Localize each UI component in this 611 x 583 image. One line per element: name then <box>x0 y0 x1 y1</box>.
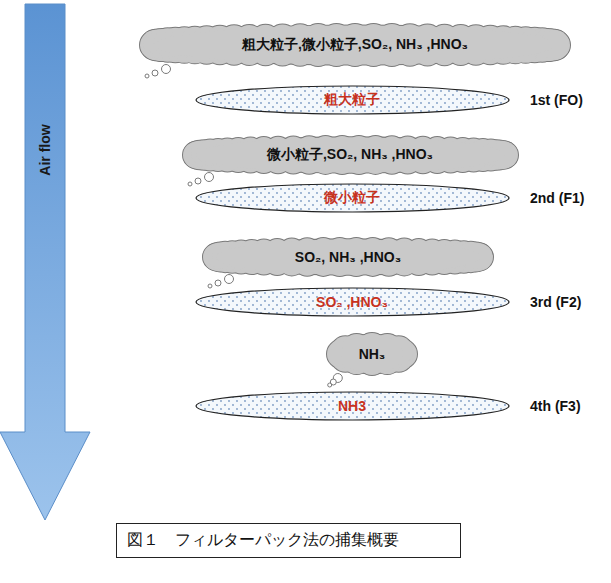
cloud-label: NH₃ <box>359 346 386 362</box>
cloud-label: SO₂, NH₃ ,HNO₃ <box>295 249 401 265</box>
gas-cloud: 粗大粒子,微小粒子,SO₂, NH₃ ,HNO₃ <box>140 24 570 66</box>
filter-disk: NH3 <box>195 391 510 421</box>
filter-label: 微小粒子 <box>324 189 380 207</box>
air-flow-arrow <box>0 4 90 520</box>
flow-label: Air flow <box>37 124 53 175</box>
bubbles <box>145 65 171 79</box>
cloud-label: 微小粒子,SO₂, NH₃ ,HNO₃ <box>267 146 433 164</box>
cloud-label: 粗大粒子,微小粒子,SO₂, NH₃ ,HNO₃ <box>242 36 468 54</box>
filter-disk: 微小粒子 <box>195 183 510 213</box>
filter-label: 粗大粒子 <box>324 91 380 109</box>
gas-cloud: NH₃ <box>327 333 417 375</box>
bubbles <box>208 275 234 289</box>
filter-disk: SO₂ ,HNO₃ <box>195 287 510 317</box>
stage-label: 4th (F3) <box>530 398 581 414</box>
filter-disk: 粗大粒子 <box>195 85 510 115</box>
stage-label: 1st (FO) <box>530 92 583 108</box>
bubbles <box>188 173 214 187</box>
figure-caption-box: 図１ フィルターパック法の捕集概要 <box>116 523 461 558</box>
bubbles <box>328 374 343 388</box>
stage-label: 3rd (F2) <box>530 294 581 310</box>
stage-label: 2nd (F1) <box>530 190 584 206</box>
figure-caption: 図１ フィルターパック法の捕集概要 <box>127 531 399 548</box>
gas-cloud: 微小粒子,SO₂, NH₃ ,HNO₃ <box>183 136 518 174</box>
filter-label: NH3 <box>338 398 366 414</box>
gas-cloud: SO₂, NH₃ ,HNO₃ <box>203 238 493 276</box>
filter-label: SO₂ ,HNO₃ <box>316 294 388 310</box>
